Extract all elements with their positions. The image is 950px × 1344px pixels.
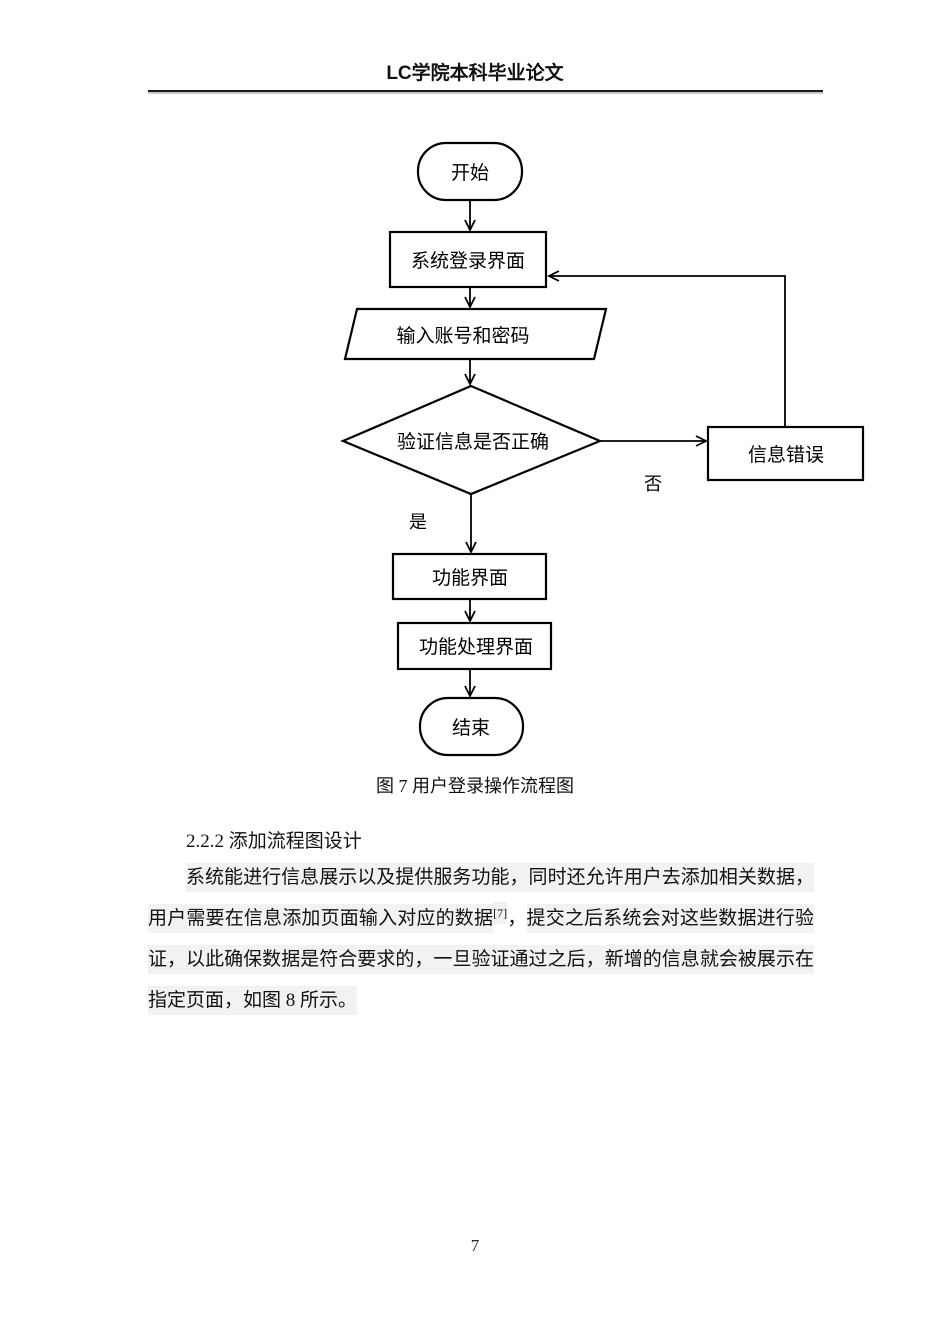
login-flowchart: 开始 系统登录界面 输入账号和密码 验证信息是否正确 信息错误 功能界面 功能处… bbox=[340, 141, 865, 757]
branch-label-yes: 是 bbox=[409, 512, 427, 532]
page-number: 7 bbox=[470, 1236, 480, 1255]
error-node-shape bbox=[706, 425, 865, 482]
branch-label-no: 否 bbox=[644, 474, 662, 494]
verify-decision-shape bbox=[340, 384, 603, 496]
function-node-shape bbox=[391, 552, 548, 601]
error-node-label: 信息错误 bbox=[748, 444, 824, 466]
text-segment: 同时还允许用户去添加相关数据， bbox=[528, 863, 814, 892]
text-segment: 证，以此确保数据是符合要求的， bbox=[148, 945, 434, 974]
paragraph-line-1: 系统能进行信息展示以及提供服务功能，同时还允许用户去添加相关数据， bbox=[148, 857, 814, 898]
process-node-label: 功能处理界面 bbox=[419, 636, 533, 658]
text-segment: 系统能进行信息展示以及提供服务功能， bbox=[186, 863, 529, 892]
login-node-shape bbox=[388, 230, 548, 289]
process-node-shape bbox=[396, 621, 553, 671]
end-node-shape bbox=[418, 696, 525, 757]
text-segment: 指定页面， bbox=[148, 986, 244, 1015]
section-heading: 2.2.2 添加流程图设计 bbox=[186, 831, 362, 852]
start-node-label: 开始 bbox=[451, 162, 489, 184]
page-header-title: LC学院本科毕业论文 bbox=[386, 63, 564, 84]
text-segment: 提交之后系统会对这些数据进行验 bbox=[526, 904, 814, 933]
verify-decision-label: 验证信息是否正确 bbox=[397, 431, 549, 453]
paragraph-line-3: 证，以此确保数据是符合要求的，一旦验证通过之后，新增的信息就会被展示在 bbox=[148, 939, 814, 980]
paragraph: 系统能进行信息展示以及提供服务功能，同时还允许用户去添加相关数据，用户需要在信息… bbox=[148, 857, 814, 1021]
arrow-error-to-login-feedback bbox=[546, 270, 786, 427]
paragraph-line-4: 指定页面，如图 8 所示。 bbox=[148, 980, 814, 1021]
login-node-label: 系统登录界面 bbox=[411, 250, 525, 272]
paragraph-line-2: 用户需要在信息添加页面输入对应的数据[7]，提交之后系统会对这些数据进行验 bbox=[148, 898, 814, 939]
start-node-shape bbox=[416, 141, 524, 202]
text-segment: 新增的信息就会被展示在 bbox=[604, 945, 814, 974]
input-node-label: 输入账号和密码 bbox=[396, 325, 529, 347]
citation-reference: [7] bbox=[493, 902, 508, 924]
input-node-shape bbox=[343, 307, 608, 361]
text-segment: 用户需要在信息添加页面输入对应的数据 bbox=[148, 904, 494, 933]
figure-caption: 图 7 用户登录操作流程图 bbox=[376, 776, 574, 796]
text-segment: 一旦验证通过之后， bbox=[433, 945, 605, 974]
text-segment: 如图 8 所示。 bbox=[243, 986, 358, 1015]
header-rule bbox=[148, 90, 823, 92]
function-node-label: 功能界面 bbox=[432, 567, 508, 589]
end-node-label: 结束 bbox=[452, 717, 490, 739]
text-segment: ， bbox=[507, 908, 527, 929]
